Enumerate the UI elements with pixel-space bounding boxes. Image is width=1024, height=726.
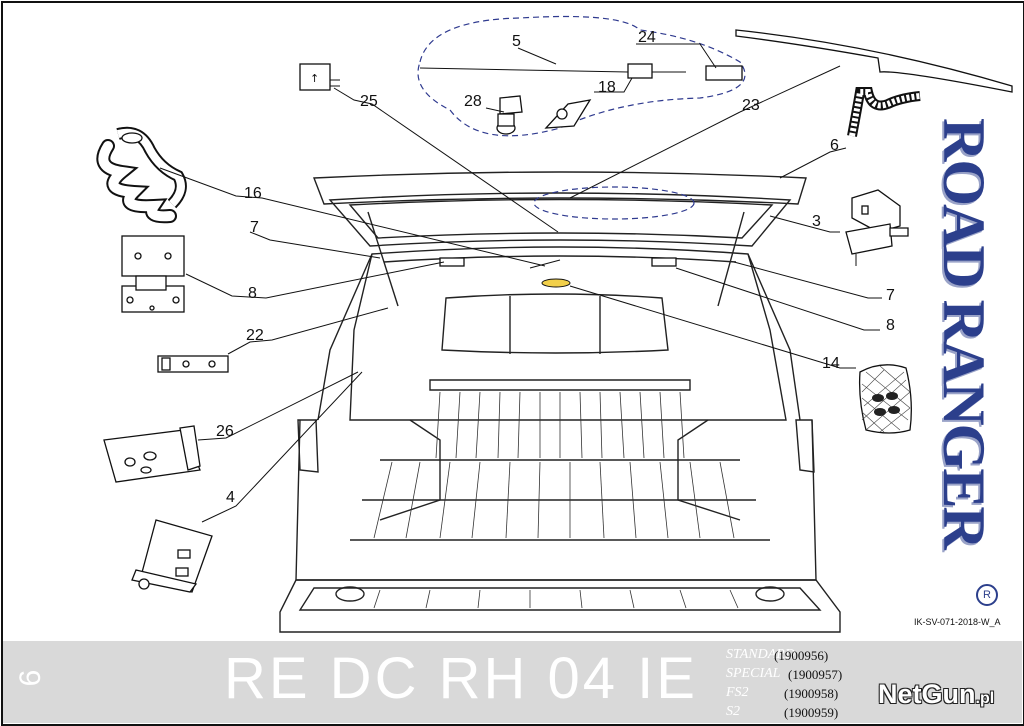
truck-canopy-drawing bbox=[279, 171, 841, 633]
lock-rod-part bbox=[419, 67, 629, 73]
seal-clip-part bbox=[847, 87, 921, 137]
callout-18: 18 bbox=[598, 79, 616, 96]
callout-5: 5 bbox=[512, 33, 521, 50]
leader-lines bbox=[159, 43, 882, 523]
rubber-seal-part bbox=[96, 126, 187, 224]
variant-name: S2 bbox=[726, 704, 740, 719]
hinge-part bbox=[121, 235, 185, 313]
callout-8-right: 8 bbox=[886, 317, 895, 334]
callout-7-left: 7 bbox=[250, 219, 259, 236]
callout-7-right: 7 bbox=[886, 287, 895, 304]
lock-mechanism-highlight bbox=[417, 15, 746, 137]
variant-code: (1900958) bbox=[784, 686, 839, 701]
footer-bar: 9 RE DC RH 04 IE STANDARD (1900956) SPEC… bbox=[2, 641, 1022, 723]
callout-4: 4 bbox=[226, 489, 235, 506]
clamp-plate-part bbox=[103, 425, 201, 483]
callout-6: 6 bbox=[830, 137, 839, 154]
key-cylinder-part bbox=[544, 99, 592, 129]
callout-22: 22 bbox=[246, 327, 264, 344]
variant-name: STANDARD bbox=[726, 647, 795, 662]
exploded-parts-diagram: ↑ bbox=[96, 15, 1013, 633]
callout-23: 23 bbox=[742, 97, 760, 114]
road-ranger-logo: ROAD RANGER bbox=[931, 118, 998, 588]
variant-code: (1900959) bbox=[784, 705, 839, 720]
foot-clamp-part bbox=[131, 519, 213, 593]
callout-24: 24 bbox=[638, 29, 656, 46]
website-logo: NetGun.pl bbox=[878, 679, 994, 710]
model-code: RE DC RH 04 IE bbox=[224, 646, 698, 711]
callout-3: 3 bbox=[812, 213, 821, 230]
page-number: 9 bbox=[12, 669, 46, 687]
callout-25: 25 bbox=[360, 93, 378, 110]
callout-26: 26 bbox=[216, 423, 234, 440]
callout-16: 16 bbox=[244, 185, 262, 202]
mounting-bracket-part bbox=[157, 355, 229, 373]
callout-14: 14 bbox=[822, 355, 840, 372]
brake-lamp-cover-part bbox=[858, 364, 912, 434]
callout-28: 28 bbox=[464, 93, 482, 110]
actuator-part bbox=[845, 189, 909, 266]
website-tld: .pl bbox=[975, 690, 995, 707]
callout-8-left: 8 bbox=[248, 285, 257, 302]
brand-name: ROAD RANGER bbox=[931, 118, 997, 548]
svg-text:↑: ↑ bbox=[310, 72, 319, 85]
door-handle-highlight bbox=[533, 186, 695, 220]
registered-mark: R bbox=[976, 584, 998, 606]
spoiler-part bbox=[735, 29, 1013, 93]
website-name: NetGun bbox=[878, 679, 976, 709]
callout-labels: 5 24 18 28 25 23 16 7 8 22 26 4 6 3 7 8 … bbox=[216, 29, 895, 506]
variant-name: FS2 bbox=[726, 685, 749, 700]
lock-part bbox=[627, 63, 743, 81]
variant-code: (1900956) bbox=[774, 648, 829, 663]
switch-part: ↑ bbox=[299, 63, 340, 91]
variant-code: (1900957) bbox=[788, 667, 843, 682]
bushing-part bbox=[496, 95, 523, 135]
document-code: IK-SV-071-2018-W_A bbox=[914, 617, 1001, 627]
variant-name: SPECIAL bbox=[726, 666, 781, 681]
